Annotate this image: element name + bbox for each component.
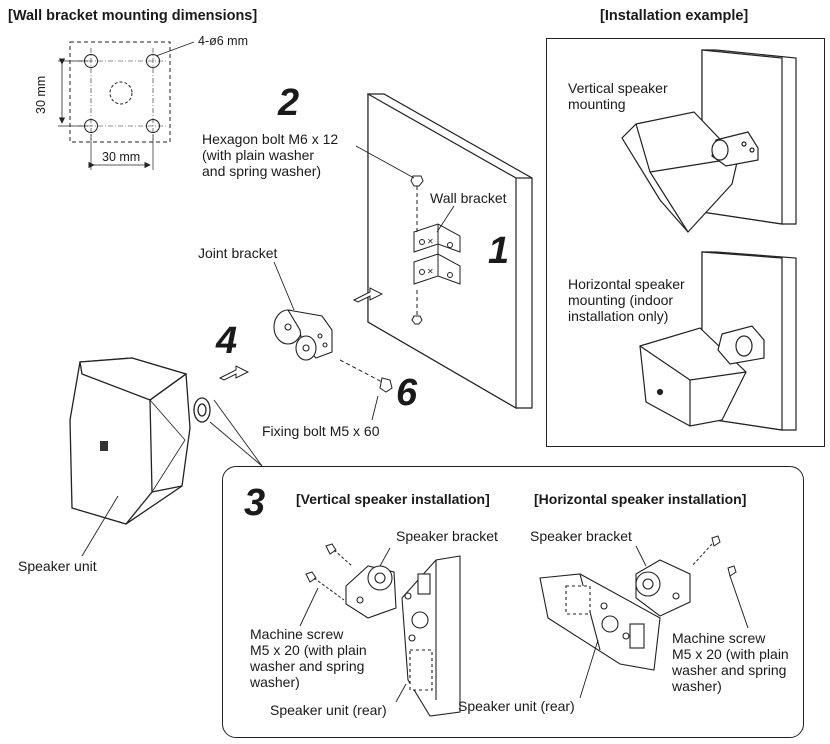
step-3-detail-panel <box>222 466 804 738</box>
arrow-to-bracket <box>218 365 250 381</box>
vertical-installation-header: [Vertical speaker installation] <box>296 491 490 507</box>
mounting-dimension-drawing <box>58 41 195 170</box>
height-dimension-label: 30 mm <box>34 75 48 114</box>
width-dimension-label: 30 mm <box>102 150 141 164</box>
hexagon-bolt-drawing <box>410 175 424 325</box>
machine-screw-vertical-label: Machine screw M5 x 20 (with plain washer… <box>250 626 367 690</box>
speaker-rear-horizontal-label: Speaker unit (rear) <box>458 698 575 714</box>
horizontal-mounting-illustration <box>639 251 797 431</box>
hexagon-bolt-label: Hexagon bolt M6 x 12 (with plain washer … <box>202 131 339 179</box>
horizontal-detail-illustration <box>539 559 691 671</box>
joint-bracket-label: Joint bracket <box>198 245 278 261</box>
speaker-bracket-horizontal-label: Speaker bracket <box>530 528 632 544</box>
vertical-detail-illustration <box>345 555 461 717</box>
joint-bracket-drawing <box>273 309 333 361</box>
speaker-bracket-vertical-label: Speaker bracket <box>396 528 498 544</box>
speaker-unit-label: Speaker unit <box>18 558 97 574</box>
horizontal-machine-screws <box>691 535 749 629</box>
speaker-unit-drawing <box>69 357 211 525</box>
step-2-number: 2 <box>278 82 300 124</box>
wall-panel <box>367 92 533 410</box>
speaker-rear-vertical-label: Speaker unit (rear) <box>270 702 387 718</box>
arrow-to-wall <box>352 287 384 303</box>
machine-screw-horizontal-label: Machine screw M5 x 20 (with plain washer… <box>672 630 789 694</box>
step-4-number: 4 <box>216 320 238 362</box>
step-3-number: 3 <box>244 482 266 524</box>
installation-example-header: [Installation example] <box>600 8 749 24</box>
wall-bracket-label: Wall bracket <box>430 190 507 206</box>
wall-bracket-drawing: ✕ ✕ <box>413 223 461 285</box>
fixing-bolt-drawing <box>339 359 393 393</box>
step-6-number: 6 <box>396 372 418 414</box>
installation-example-panel <box>546 38 825 447</box>
step-1-number: 1 <box>488 230 510 272</box>
horizontal-installation-header: [Horizontal speaker installation] <box>534 491 747 507</box>
vertical-machine-screws <box>305 543 353 601</box>
svg-text:✕: ✕ <box>427 237 434 246</box>
wall-bracket-dimensions-header: [Wall bracket mounting dimensions] <box>8 8 258 24</box>
horizontal-mounting-label: Horizontal speaker mounting (indoor inst… <box>568 276 685 324</box>
fixing-bolt-label: Fixing bolt M5 x 60 <box>262 423 380 439</box>
vertical-mounting-illustration <box>621 49 797 233</box>
svg-text:✕: ✕ <box>427 267 434 276</box>
vertical-mounting-label: Vertical speaker mounting <box>568 80 668 112</box>
hole-size-label: 4-ø6 mm <box>198 34 248 48</box>
